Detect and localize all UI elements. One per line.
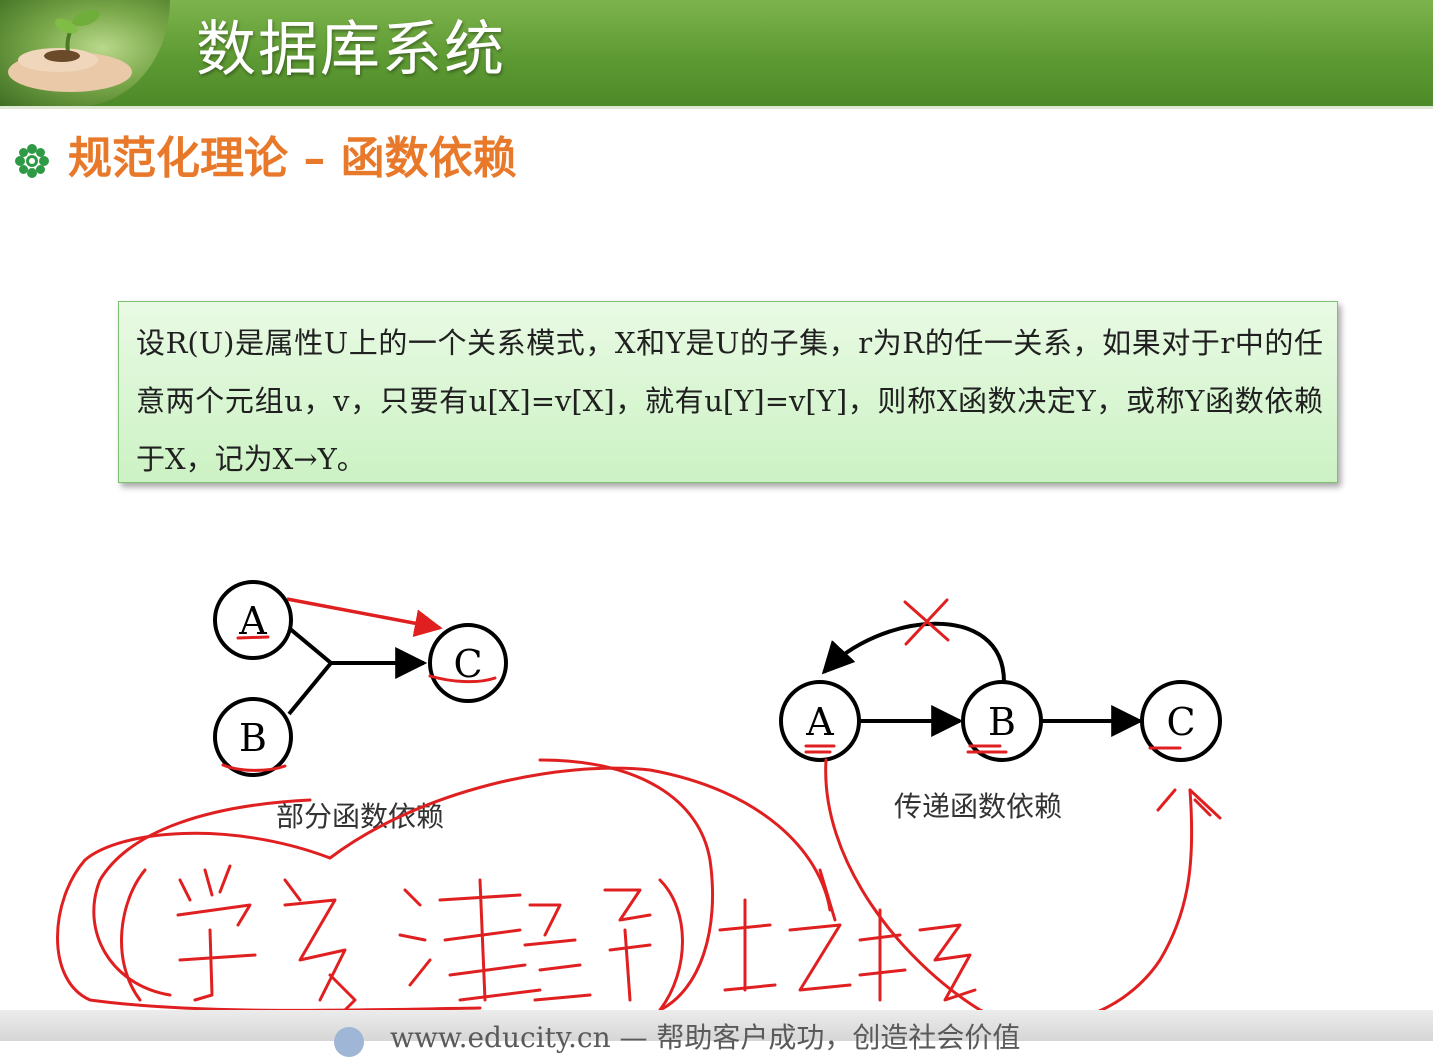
header-title: 数据库系统 [196,15,506,85]
edge-b-a-curved [821,621,1006,683]
node-b [961,680,1043,762]
footer-bar [0,1010,1433,1041]
node-a-label: A [805,700,834,744]
red-edge-a-c [286,597,443,638]
partial-dependency-diagram: A B C 部分函数依赖 [213,580,508,833]
header-banner: 数据库系统 [0,0,1433,109]
flower-bullet-icon [15,144,49,178]
transitive-caption: 传递函数依赖 [894,790,1062,823]
node-b-label: B [239,716,267,760]
cross-mark [903,598,950,646]
edge-a-join [287,626,333,665]
definition-box: 设R(U)是属性U上的一个关系模式，X和Y是U的子集，r为R的任一关系，如果对于… [118,301,1338,483]
node-c-label: C [1166,700,1195,744]
node-c [1140,680,1222,762]
globe-icon [334,1027,364,1057]
node-a [779,680,861,762]
red-handwriting-annotations [56,598,1222,1026]
node-a-label: A [238,599,267,643]
node-c-label: C [453,642,482,686]
node-a [213,580,293,660]
node-b-label: B [988,700,1016,744]
header-hands-plant-image [0,0,170,106]
transitive-dependency-diagram: A B C 传递函数依赖 [779,621,1222,823]
edge-b-join [287,661,333,716]
footer-slogan: www.educity.cn — 帮助客户成功，创造社会价值 [390,1021,1021,1054]
partial-caption: 部分函数依赖 [276,800,444,833]
node-b [213,697,293,777]
definition-text: 设R(U)是属性U上的一个关系模式，X和Y是U的子集，r为R的任一关系，如果对于… [136,326,1323,476]
section-title: 规范化理论 – 函数依赖 [68,133,517,184]
node-c [428,623,508,703]
